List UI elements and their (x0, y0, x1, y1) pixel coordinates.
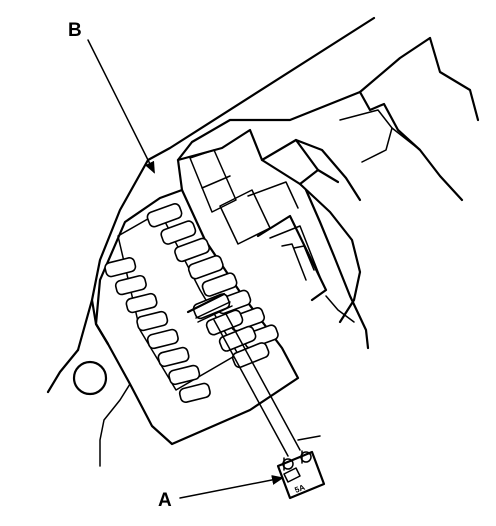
fuse-row-right (192, 293, 270, 369)
fuse-extraction-guide (213, 313, 321, 457)
label-b: B (68, 20, 82, 41)
relay-connector (247, 138, 362, 324)
empty-fuse-slot (186, 292, 233, 323)
removed-fuse: 5A (276, 450, 326, 500)
label-a: A (158, 490, 172, 511)
fuse-rating-text: 5A (293, 483, 306, 495)
fuse-row-left (104, 257, 211, 404)
dashboard-panel-outline (46, 16, 480, 467)
callout-a-arrow (179, 475, 284, 499)
callout-b-arrow (87, 39, 155, 174)
side-cover-contour (304, 188, 370, 350)
mounting-hole (72, 360, 108, 396)
